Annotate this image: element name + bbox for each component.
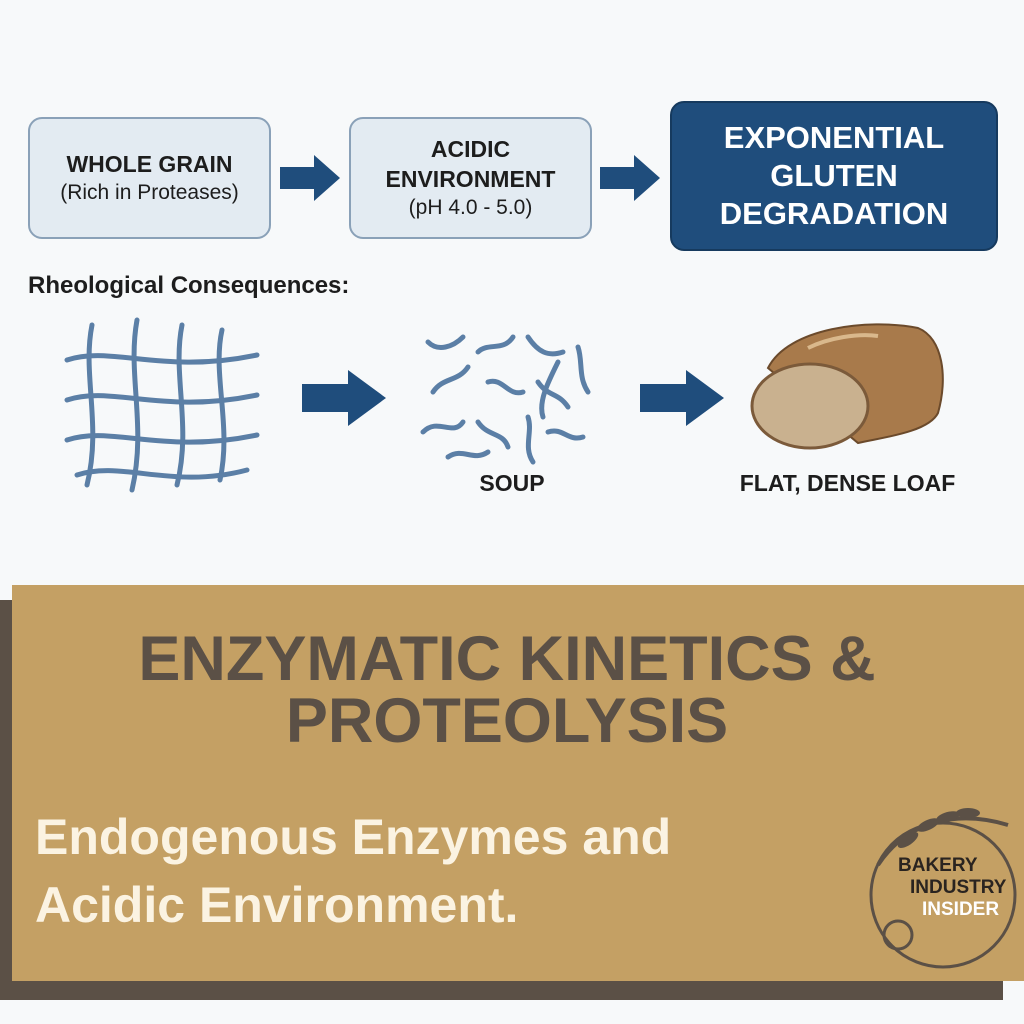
bread-loaf-icon — [750, 323, 944, 450]
gluten-fragments-icon — [420, 334, 591, 465]
logo-line-1: BAKERY — [898, 855, 978, 876]
soup-label: SOUP — [479, 470, 545, 496]
arrow-right-icon — [302, 370, 386, 426]
whole-grain-box: WHOLE GRAIN (Rich in Proteases) — [28, 117, 271, 239]
gluten-degradation-box: EXPONENTIAL GLUTEN DEGRADATION — [670, 101, 998, 251]
banner-subtitle-line-2: Acidic Environment. — [35, 877, 519, 933]
degradation-line-2: GLUTEN — [770, 158, 898, 193]
banner-subtitle: Endogenous Enzymes and Acidic Environmen… — [35, 803, 671, 939]
acidic-environment-box: ACIDIC ENVIRONMENT (pH 4.0 - 5.0) — [349, 117, 592, 239]
whole-grain-subtitle: (Rich in Proteases) — [60, 181, 239, 204]
banner-panel — [12, 585, 1024, 981]
bakery-industry-insider-logo: BAKERY INDUSTRY INSIDER — [858, 795, 1024, 975]
wheat-ring-icon — [869, 808, 1017, 969]
acidic-ph: (pH 4.0 - 5.0) — [408, 196, 533, 219]
whole-grain-title: WHOLE GRAIN — [66, 151, 233, 177]
logo-line-2: INDUSTRY — [910, 877, 1007, 898]
gluten-network-icon — [64, 317, 260, 493]
degradation-line-1: EXPONENTIAL — [723, 120, 945, 155]
banner-title: ENZYMATIC KINETICS & PROTEOLYSIS — [12, 624, 1002, 756]
consequences-heading: Rheological Consequences: — [28, 272, 350, 299]
banner-title-line-1: ENZYMATIC KINETICS & — [138, 624, 876, 694]
arrow-right-icon — [280, 155, 340, 201]
degradation-line-3: DEGRADATION — [719, 196, 949, 231]
arrow-right-icon — [600, 155, 660, 201]
logo-line-3: INSIDER — [922, 899, 1000, 920]
banner-title-line-2: PROTEOLYSIS — [285, 686, 729, 756]
banner-subtitle-line-1: Endogenous Enzymes and — [35, 809, 672, 865]
acidic-title-2: ENVIRONMENT — [385, 166, 556, 192]
arrow-right-icon — [640, 370, 724, 426]
loaf-label: FLAT, DENSE LOAF — [739, 470, 956, 496]
acidic-title-1: ACIDIC — [430, 136, 511, 162]
